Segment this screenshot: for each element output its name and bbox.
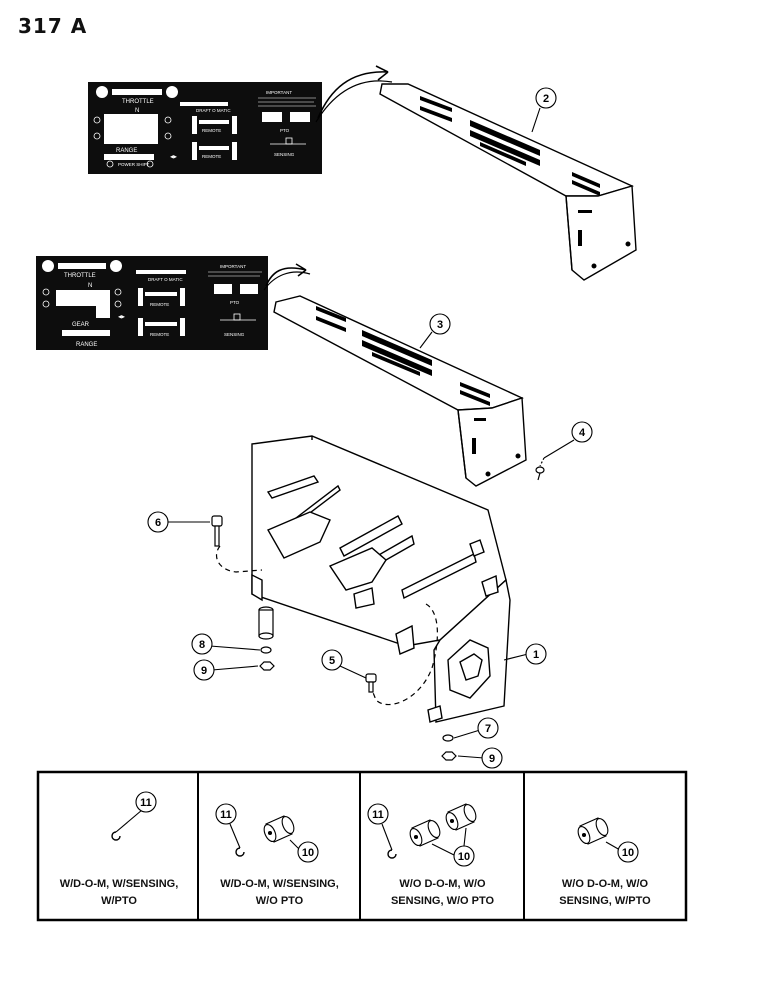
decal-upper-important-label: IMPORTANT: [266, 90, 292, 95]
decal-upper-pto-label: PTO: [280, 128, 290, 133]
decal-lower-gear-label: GEAR: [72, 322, 90, 328]
page-number: 317 A: [18, 14, 88, 38]
spacer-item-10-cell3-b: [445, 803, 477, 831]
decal-lower-arrow: [265, 263, 307, 287]
decal-lower-throttle-label: THROTTLE: [64, 273, 96, 279]
nut-item-9-lower: [441, 751, 457, 761]
gear-pattern: [56, 290, 110, 318]
decal-upper-sensing-label: SENSING: [274, 152, 295, 157]
decal-upper-remote-a-label: REMOTE: [202, 128, 221, 133]
decal-upper-draft-o-matic-label: DRAFT O MATIC: [196, 108, 231, 113]
callout-9-upper: 9: [201, 665, 207, 677]
bolt-item-6: [211, 515, 223, 547]
callout-10-cell4: 10: [622, 847, 634, 859]
callout-9-lower: 9: [489, 753, 495, 765]
svg-text:◀▶: ◀▶: [118, 314, 125, 319]
svg-text:◀▶: ◀▶: [170, 154, 177, 159]
decal-lower-pto-label: PTO: [230, 300, 240, 305]
lockwasher-item-7: [442, 734, 454, 742]
variant-3-line1: W/O D-O-M, W/O: [399, 878, 486, 890]
variant-caption-2: W/D-O-M, W/SENSING, W/O PTO: [199, 876, 360, 910]
assembly-phantom-lines: [215, 545, 438, 706]
callout-6: 6: [155, 517, 161, 529]
callout-7: 7: [485, 723, 491, 735]
variant-4-line2: SENSING, W/PTO: [559, 895, 651, 907]
decal-lower-remote-b-label: REMOTE: [150, 332, 169, 337]
decal-lower-range-label: RANGE: [76, 342, 97, 348]
callout-3: 3: [437, 319, 443, 331]
decal-lower-neutral-label: N: [88, 283, 92, 289]
screw-item-4: [535, 457, 545, 481]
callout-11-cell3: 11: [372, 809, 384, 821]
snap-ring-item-11-cell3: [387, 849, 397, 859]
callout-4: 4: [579, 427, 586, 439]
throttle-rabbit-icon: [166, 86, 178, 98]
decal-upper-power-shift-label: POWER SHIFT: [118, 162, 150, 167]
instrument-decal-lower: THROTTLE N GEAR ◀▶ RANGE DRAFT O MATIC R…: [36, 256, 268, 350]
decal-lower-important-label: IMPORTANT: [220, 264, 246, 269]
spacer-item-10-cell3-a: [409, 819, 441, 847]
callout-2-circle: [535, 87, 557, 109]
bolt-item-5: [365, 673, 377, 693]
callout-5: 5: [329, 655, 335, 667]
spacer-item-10-cell4: [577, 817, 609, 845]
variant-1-line1: W/D-O-M, W/SENSING,: [59, 878, 179, 890]
dash-panel-upper-item-2: [379, 83, 637, 281]
shift-window: [104, 114, 158, 144]
lockwasher-item-8: [260, 646, 272, 654]
variant-2-line2: W/O PTO: [255, 895, 304, 907]
variant-caption-3: W/O D-O-M, W/O SENSING, W/O PTO: [361, 876, 524, 910]
decal-upper-neutral-label: N: [135, 108, 139, 114]
support-bracket-item-1: [251, 435, 511, 723]
callout-10-cell2: 10: [302, 847, 314, 859]
callout-11-cell1: 11: [140, 797, 152, 809]
spacer-sleeve: [258, 606, 274, 640]
variant-3-line2: SENSING, W/O PTO: [390, 895, 495, 907]
decal-upper-remote-b-label: REMOTE: [202, 154, 221, 159]
variant-2-line1: W/D-O-M, W/SENSING,: [220, 878, 339, 890]
decal-lower-remote-a-label: REMOTE: [150, 302, 169, 307]
spacer-item-10-cell2: [263, 815, 295, 843]
callout-11-cell2: 11: [220, 809, 232, 821]
callout-1: 1: [533, 649, 539, 661]
throttle-turtle-icon: [96, 86, 108, 98]
variant-4-line1: W/O D-O-M, W/O: [561, 878, 649, 890]
variant-1-line2: W/PTO: [101, 895, 137, 907]
snap-ring-item-11-cell2: [235, 847, 245, 857]
variant-caption-1: W/D-O-M, W/SENSING, W/PTO: [40, 876, 198, 910]
variant-caption-4: W/O D-O-M, W/O SENSING, W/PTO: [525, 876, 685, 910]
decal-upper-range-label: RANGE: [116, 148, 137, 154]
callout-2: 2: [543, 93, 549, 105]
dash-panel-lower-item-3: [273, 295, 527, 487]
snap-ring-item-11-cell1: [111, 831, 121, 841]
decal-upper-throttle-label: THROTTLE: [122, 99, 154, 105]
variant-table: [36, 770, 688, 922]
instrument-decal-upper: THROTTLE N RANGE ◀▶ POWER SHIFT DRAFT O …: [88, 82, 322, 174]
callout-10-cell3: 10: [458, 851, 470, 863]
decal-upper-arrow: [317, 65, 389, 119]
callout-8: 8: [199, 639, 205, 651]
decal-lower-draft-o-matic-label: DRAFT O MATIC: [148, 277, 183, 282]
nut-item-9-upper: [259, 661, 275, 671]
decal-lower-sensing-label: SENSING: [224, 332, 245, 337]
